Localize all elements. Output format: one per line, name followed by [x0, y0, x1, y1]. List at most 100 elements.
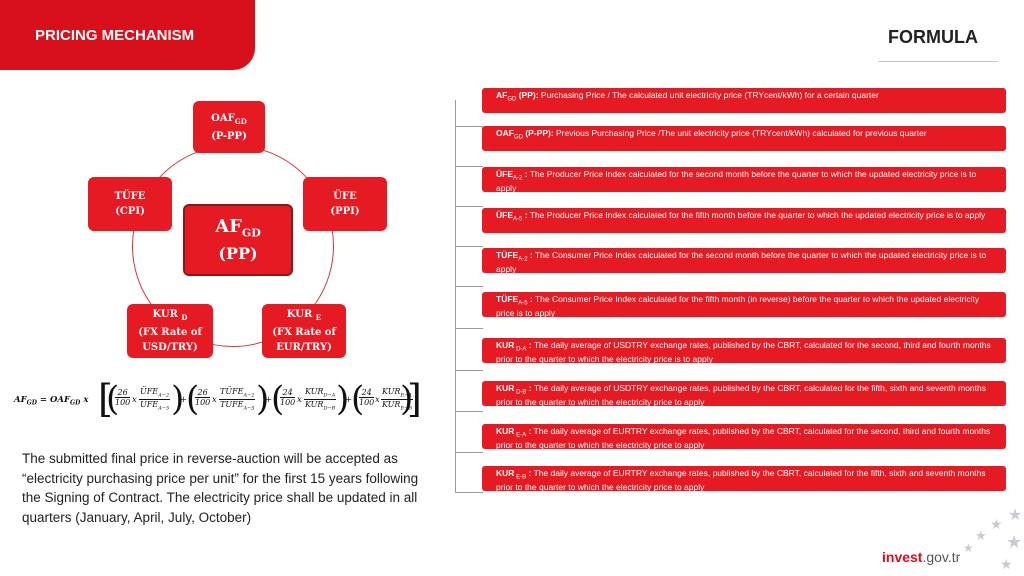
node-kur-e-label: KUR [286, 309, 313, 320]
def-text: The daily average of USDTRY exchange rat… [496, 383, 987, 406]
def-term: TÜFE [496, 294, 519, 304]
t3-fden: KUR [304, 399, 324, 409]
t1-fnum: ÜFE [140, 387, 159, 396]
def-suffix: : [527, 294, 533, 304]
def-text: The Producer Price Index calculated for … [527, 210, 986, 220]
paren-open-3: ( [271, 379, 285, 419]
def-term: AF [496, 90, 508, 100]
node-kur-e-desc2: EUR/TRY) [276, 342, 332, 353]
center-label: AF [215, 215, 242, 237]
t3-fden-sub: D−B [323, 405, 336, 412]
node-tufe: TÜFE (CPI) [88, 177, 172, 231]
node-oaf-sub: GD [234, 116, 247, 126]
equation-lhs: AFGD = OAFGD x [14, 395, 88, 407]
def-suffix: : [526, 383, 532, 393]
star-icon: ★ [1008, 507, 1023, 524]
paren-open-1: ( [106, 379, 120, 419]
page-title: PRICING MECHANISM [35, 27, 195, 44]
connector-9 [455, 452, 483, 493]
brand-part2: .gov.tr [922, 549, 961, 565]
paren-open-2: ( [186, 379, 200, 419]
connector-8 [455, 411, 483, 453]
def-term: ÜFE [496, 169, 513, 179]
star-icon: ★ [975, 528, 987, 543]
def-term: KUR [496, 383, 515, 393]
t1-fden: ÜFE [140, 399, 159, 409]
star-icon: ★ [1006, 532, 1023, 552]
t4-den: 100 [359, 398, 375, 407]
t4-fnum-sub: E−A [400, 392, 412, 399]
brand-logo: invest.gov.tr [882, 549, 960, 565]
t2-fnum: TÜFE [220, 387, 244, 396]
t4-num: 24 [359, 388, 375, 398]
bracket-left: [ [98, 377, 113, 421]
node-kur-e: KUR E (FX Rate of EUR/TRY) [262, 304, 346, 358]
formula-divider [878, 61, 998, 62]
definition-row: ÜFEA-5 : The Producer Price Index calcul… [482, 208, 1006, 233]
t1-fden-sub: A−5 [158, 405, 170, 412]
def-suffix: (PP): [516, 90, 539, 100]
definition-row: KUR D-A : The daily average of USDTRY ex… [482, 338, 1006, 363]
def-term: KUR [496, 426, 515, 436]
header-banner [0, 0, 255, 70]
definition-row: KUR D-B : The daily average of USDTRY ex… [482, 381, 1006, 406]
def-suffix: (P-PP): [522, 128, 554, 138]
paren-close-2: ) [256, 379, 270, 419]
center-desc: (PP) [218, 244, 258, 264]
node-center-afgd: AFGD (PP) [183, 204, 293, 276]
definition-row: TÜFEA-5 : The Consumer Price Index calcu… [482, 292, 1006, 317]
paren-open-4: ( [351, 379, 365, 419]
def-suffix: : [526, 340, 532, 350]
connector-1 [455, 126, 483, 167]
def-text: Purchasing Price / The calculated unit e… [538, 90, 879, 100]
t2-den: 100 [195, 398, 211, 407]
node-ufe: ÜFE (PPI) [303, 177, 387, 231]
node-kur-d-desc2: USD/TRY) [142, 342, 198, 353]
node-kur-d: KUR D (FX Rate of USD/TRY) [127, 304, 213, 358]
eq-lhs-text: AF [14, 395, 27, 405]
t3-fnum-sub: D−A [323, 392, 336, 399]
def-suffix: : [522, 169, 528, 179]
t3-fnum: KUR [305, 387, 324, 396]
def-term: KUR [496, 468, 515, 478]
t4-x: x [375, 395, 380, 405]
def-suffix: : [527, 250, 533, 260]
definition-row: KUR E-B : The daily average of EURTRY ex… [482, 466, 1006, 491]
def-text: The Consumer Price Index calculated for … [496, 294, 980, 317]
def-term: TÜFE [496, 250, 519, 260]
definition-row: OAFGD (P-PP): Previous Purchasing Price … [482, 126, 1006, 151]
star-icon: ★ [963, 541, 974, 555]
def-sub: E-A [514, 432, 527, 439]
plus-3: + [345, 395, 353, 405]
eq-x: x [80, 395, 89, 405]
def-suffix: : [526, 468, 532, 478]
definition-row: AFGD (PP): Purchasing Price / The calcul… [482, 88, 1006, 113]
node-oaf-desc: (P-PP) [211, 130, 247, 142]
eq-equals: = OAF [36, 395, 71, 405]
connector-3 [455, 206, 483, 247]
node-kur-d-desc1: (FX Rate of [138, 327, 202, 338]
def-sub: D-B [514, 389, 527, 396]
node-kur-d-sub: D [181, 313, 188, 322]
def-sub: A-5 [513, 216, 523, 223]
description-paragraph: The submitted final price in reverse-auc… [22, 451, 419, 525]
def-sub: GD [513, 134, 523, 141]
node-kur-e-sub: E [315, 313, 322, 322]
def-suffix: : [522, 210, 528, 220]
node-tufe-desc: (CPI) [115, 206, 145, 217]
t4-fnum: KUR [382, 387, 401, 396]
def-text: The daily average of USDTRY exchange rat… [496, 340, 991, 363]
t4-fden: KUR [381, 399, 401, 409]
def-term: KUR [496, 340, 515, 350]
def-sub: A-2 [518, 256, 528, 263]
node-ufe-label: ÜFE [333, 191, 357, 202]
def-text: The Producer Price Index calculated for … [496, 169, 977, 192]
plus-1: + [180, 395, 188, 405]
t1-fnum-sub: A−2 [158, 392, 170, 399]
node-oaf: OAFGD (P-PP) [193, 101, 265, 153]
